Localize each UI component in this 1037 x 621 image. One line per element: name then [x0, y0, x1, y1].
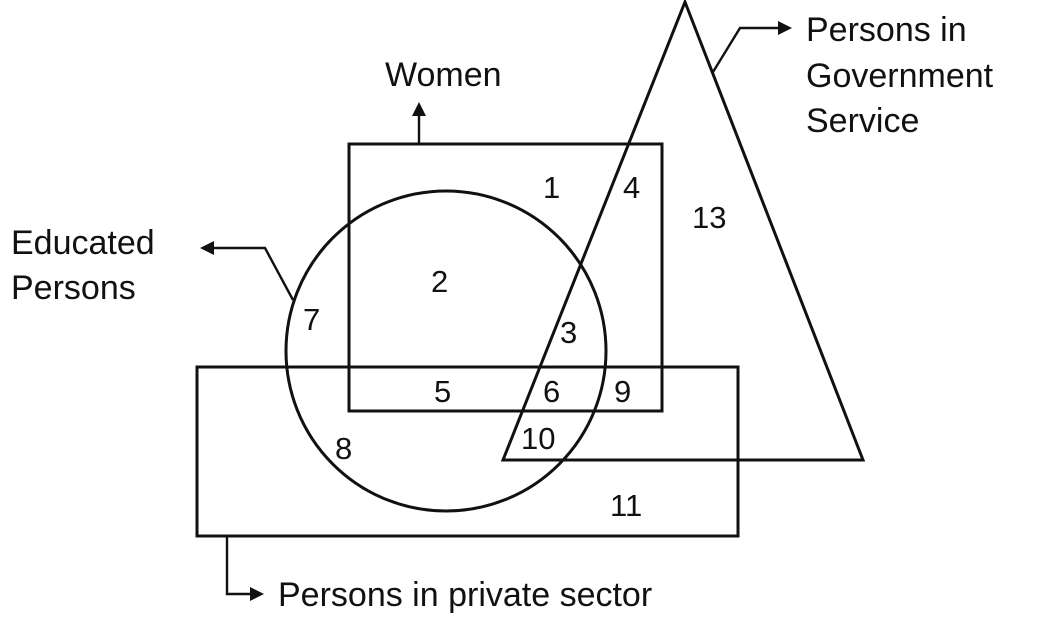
region-3: 3	[560, 315, 577, 350]
educated-circle	[284, 189, 608, 513]
educated-label: Educated	[11, 224, 155, 262]
women-label: Women	[385, 56, 502, 94]
government-triangle	[500, 0, 866, 462]
region-11: 11	[610, 488, 642, 523]
region-6: 6	[543, 374, 560, 409]
region-2: 2	[431, 264, 448, 299]
educated-label-line2: Persons	[11, 269, 136, 307]
women-arrow	[412, 102, 426, 144]
private-sector-arrow	[225, 536, 264, 601]
region-9: 9	[614, 374, 631, 409]
government-label-line2: Government	[806, 57, 994, 95]
government-label: Persons in	[806, 11, 967, 49]
region-7: 7	[303, 302, 320, 337]
women-square	[347, 142, 664, 413]
government-arrow	[711, 21, 792, 73]
region-1: 1	[543, 170, 560, 205]
region-10: 10	[521, 421, 555, 456]
private-sector-label: Persons in private sector	[278, 576, 652, 614]
region-4: 4	[623, 170, 640, 205]
region-5: 5	[434, 374, 451, 409]
private-sector-rectangle	[195, 365, 740, 538]
educated-arrow	[200, 241, 295, 301]
region-13: 13	[692, 200, 726, 235]
government-label-line3: Service	[806, 102, 919, 140]
region-8: 8	[335, 431, 352, 466]
